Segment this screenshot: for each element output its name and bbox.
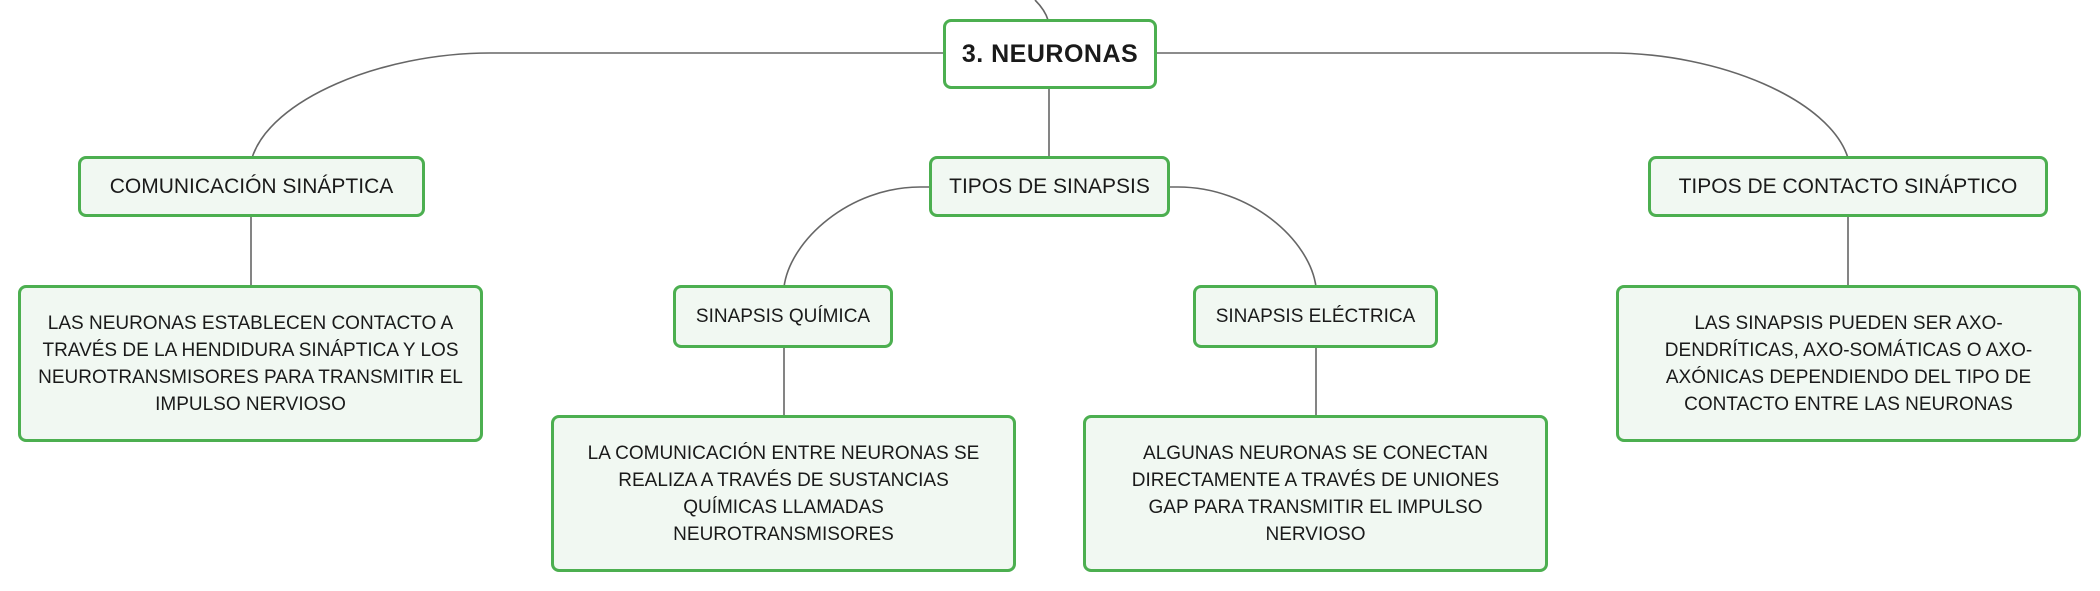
node-sinapsis-quimica-label: SINAPSIS QUÍMICA xyxy=(695,305,871,327)
node-quimica-detail-text: LA COMUNICACIÓN ENTRE NEURONAS SE REALIZ… xyxy=(587,442,980,545)
node-tipos-de-sinapsis[interactable]: TIPOS DE SINAPSIS xyxy=(929,156,1170,217)
root-node-label: 3. NEURONAS xyxy=(961,39,1139,68)
node-electrica-detail[interactable]: ALGUNAS NEURONAS SE CONECTAN DIRECTAMENT… xyxy=(1083,415,1548,572)
connector-parent-to-root xyxy=(1034,0,1049,21)
node-electrica-detail-text: ALGUNAS NEURONAS SE CONECTAN DIRECTAMENT… xyxy=(1131,442,1500,545)
connector-tipos-to-electrica xyxy=(1168,186,1317,288)
node-contacto-detail[interactable]: LAS SINAPSIS PUEDEN SER AXO-DENDRÍTICAS,… xyxy=(1616,285,2081,442)
node-sinapsis-quimica[interactable]: SINAPSIS QUÍMICA xyxy=(673,285,893,348)
node-sinapsis-electrica[interactable]: SINAPSIS ELÉCTRICA xyxy=(1193,285,1438,348)
node-comunicacion-detail[interactable]: LAS NEURONAS ESTABLECEN CONTACTO A TRAVÉ… xyxy=(18,285,483,442)
node-tipos-de-contacto-label: TIPOS DE CONTACTO SINÁPTICO xyxy=(1678,174,2018,198)
node-quimica-detail[interactable]: LA COMUNICACIÓN ENTRE NEURONAS SE REALIZ… xyxy=(551,415,1016,572)
connector-root-to-contacto xyxy=(1155,52,1849,159)
node-contacto-detail-text: LAS SINAPSIS PUEDEN SER AXO-DENDRÍTICAS,… xyxy=(1664,312,2033,415)
node-tipos-de-contacto[interactable]: TIPOS DE CONTACTO SINÁPTICO xyxy=(1648,156,2048,217)
root-node[interactable]: 3. NEURONAS xyxy=(943,19,1157,89)
node-sinapsis-electrica-label: SINAPSIS ELÉCTRICA xyxy=(1215,305,1416,327)
connector-tipos-to-quimica xyxy=(783,186,930,288)
node-comunicacion-detail-text: LAS NEURONAS ESTABLECEN CONTACTO A TRAVÉ… xyxy=(38,312,463,415)
node-comunicacion-sinaptica[interactable]: COMUNICACIÓN SINÁPTICA xyxy=(78,156,425,217)
node-comunicacion-sinaptica-label: COMUNICACIÓN SINÁPTICA xyxy=(109,174,394,198)
node-tipos-de-sinapsis-label: TIPOS DE SINAPSIS xyxy=(949,174,1150,198)
connector-root-to-comunicacion xyxy=(251,52,944,159)
